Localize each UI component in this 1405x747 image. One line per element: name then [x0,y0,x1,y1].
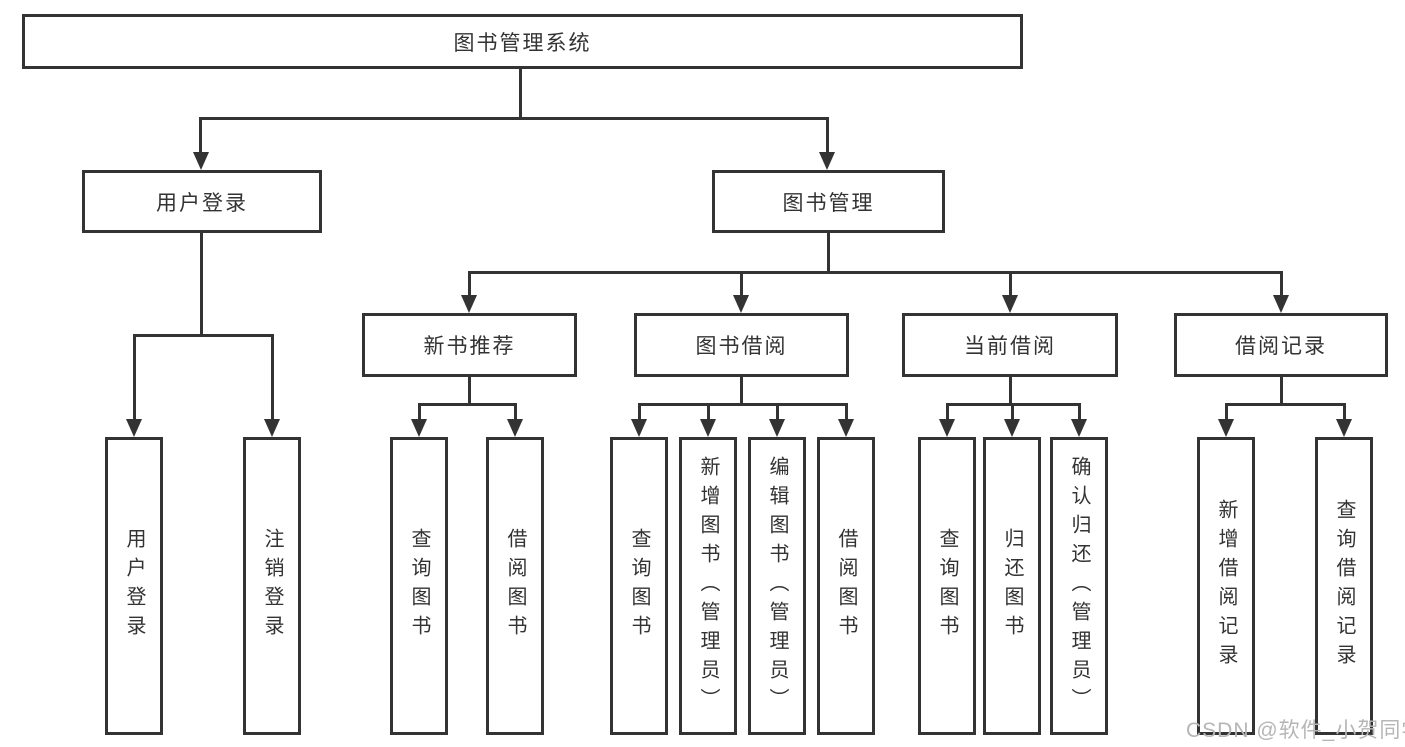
node-leaf-logout: 注销登录 [243,437,301,735]
connector-line [519,69,522,118]
connector-line [638,403,848,406]
arrowhead-down-icon [838,419,854,437]
connector-line [740,377,743,405]
connector-line [468,271,1283,274]
node-leaf-query-books-recommend: 查询图书 [390,437,448,735]
node-label: 编辑图书（管理员） [766,455,788,717]
arrowhead-down-icon [461,295,477,313]
arrowhead-down-icon [631,419,647,437]
node-label: 用户登录 [123,528,145,644]
csdn-watermark: CSDN @软件_小贺同学 [1186,719,1405,742]
node-leaf-query-borrow-record: 查询借阅记录 [1315,437,1373,735]
node-leaf-borrow-books-recommend: 借阅图书 [486,437,544,735]
arrowhead-down-icon [1071,419,1087,437]
connector-line [1225,403,1228,421]
node-label: 新书推荐 [423,335,516,358]
node-leaf-user-login: 用户登录 [105,437,163,735]
connector-line [199,117,202,155]
arrowhead-down-icon [1004,419,1020,437]
connector-line [1009,271,1012,297]
connector-line [271,334,274,421]
connector-line [826,117,829,155]
node-book-borrowing: 图书借阅 [634,313,849,377]
node-book-management: 图书管理 [712,170,945,233]
node-leaf-borrow-books: 借阅图书 [817,437,875,735]
connector-line [707,403,710,421]
arrowhead-down-icon [507,419,523,437]
connector-line [133,334,136,421]
connector-line [1225,403,1345,406]
arrowhead-down-icon [264,419,280,437]
connector-line [514,403,517,421]
arrowhead-down-icon [700,419,716,437]
connector-line [1078,403,1081,421]
arrowhead-down-icon [769,419,785,437]
node-leaf-query-books-current: 查询图书 [918,437,976,735]
connector-line [418,403,517,406]
node-label: 当前借阅 [964,335,1056,358]
arrowhead-down-icon [126,419,142,437]
node-label: 图书管理 [782,191,875,215]
arrowhead-down-icon [1218,419,1234,437]
node-leaf-add-books-admin: 新增图书（管理员） [679,437,737,735]
node-current-borrowing: 当前借阅 [902,313,1118,377]
node-borrowing-records: 借阅记录 [1174,313,1388,377]
connector-line [133,334,274,337]
node-label: 新增图书（管理员） [697,455,719,717]
connector-line [740,271,743,297]
node-library-management-system: 图书管理系统 [22,14,1023,69]
node-label: 确认归还（管理员） [1068,455,1090,717]
arrowhead-down-icon [939,419,955,437]
connector-line [1280,271,1283,297]
node-leaf-add-borrow-record: 新增借阅记录 [1197,437,1255,735]
node-label: 借阅图书 [504,528,526,644]
arrowhead-down-icon [819,152,835,170]
connector-line [638,403,641,421]
connector-line [845,403,848,421]
node-leaf-return-books: 归还图书 [983,437,1041,735]
node-label: 归还图书 [1001,528,1023,644]
arrowhead-down-icon [1336,419,1352,437]
connector-line [468,271,471,297]
node-label: 注销登录 [261,528,283,644]
node-label: 借阅图书 [835,528,857,644]
node-label: 查询图书 [408,528,430,644]
node-label: 查询借阅记录 [1333,499,1355,673]
connector-line [1011,403,1014,421]
connector-line [418,403,421,421]
connector-line [200,117,829,120]
node-new-book-recommendation: 新书推荐 [362,313,577,377]
node-leaf-query-books-borrow: 查询图书 [610,437,668,735]
connector-line [776,403,779,421]
connector-line [827,233,830,274]
node-leaf-confirm-return-admin: 确认归还（管理员） [1050,437,1108,735]
node-label: 查询图书 [628,528,650,644]
arrowhead-down-icon [733,295,749,313]
arrowhead-down-icon [1273,295,1289,313]
connector-line [1343,403,1346,421]
connector-line [468,377,471,405]
node-label: 借阅记录 [1235,335,1327,358]
arrowhead-down-icon [193,152,209,170]
node-label: 查询图书 [936,528,958,644]
node-label: 图书管理系统 [453,31,592,55]
arrowhead-down-icon [411,419,427,437]
connector-line [946,403,949,421]
connector-line [200,233,203,336]
node-label: 图书借阅 [695,335,788,358]
connector-line [1280,377,1283,405]
node-leaf-edit-books-admin: 编辑图书（管理员） [748,437,806,735]
connector-line [1009,377,1012,405]
arrowhead-down-icon [1002,295,1018,313]
node-user-login: 用户登录 [82,170,322,233]
node-label: 用户登录 [156,191,248,215]
node-label: 新增借阅记录 [1215,499,1237,673]
